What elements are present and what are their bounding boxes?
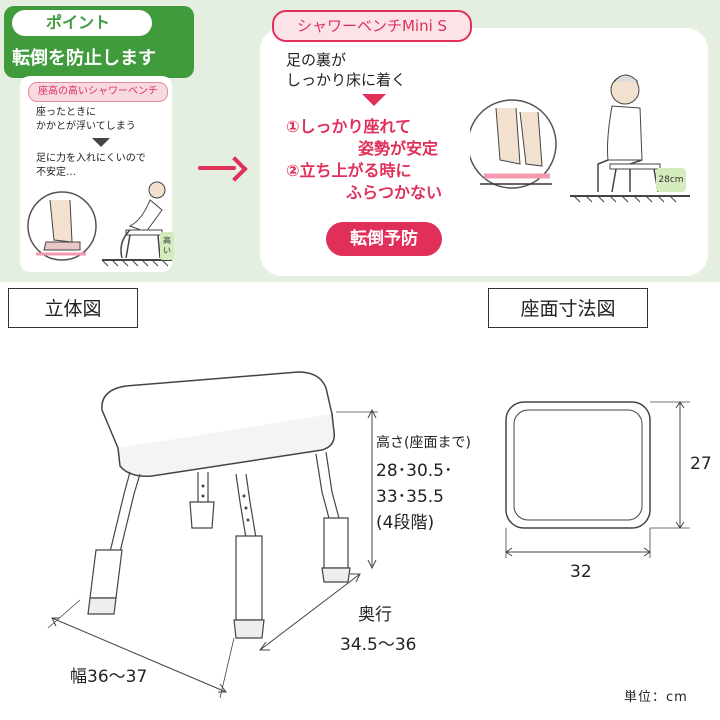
benefit-2-line-1: ②立ち上がる時に (286, 161, 412, 180)
benefit-1-line-2: 姿勢が安定 (358, 139, 439, 158)
mini-bench-tag: シャワーベンチMini S (272, 10, 472, 42)
height-label: 高さ(座面まで) (376, 435, 471, 451)
benefit-1-line-1: ①しっかり座れて (286, 117, 412, 136)
seat-dimension-title: 座面寸法図 (488, 288, 648, 328)
high-bench-tag: 座高の高いシャワーベンチ (28, 82, 168, 102)
feet-text-1: 足の裏が (286, 51, 347, 69)
height-steps: (4段階) (376, 513, 435, 533)
point-tab: ポイント (12, 10, 152, 36)
width-value: 幅36～37 (70, 667, 148, 687)
seat-dimension-drawing (505, 401, 690, 558)
arrow-right-icon (198, 166, 236, 170)
height-values-1: 28･30.5･ (376, 461, 453, 481)
seat-height-tag: 28cm (656, 168, 686, 192)
down-triangle-icon (362, 94, 386, 106)
seat-width-value: 32 (570, 562, 592, 582)
stool-3d-drawing (47, 371, 378, 699)
mini-bench-illustration (470, 74, 690, 203)
seat-depth-value: 27 (690, 454, 712, 474)
depth-value: 34.5～36 (340, 635, 417, 655)
height-values-2: 33･35.5 (376, 487, 444, 507)
benefit-2-line-2: ふらつかない (346, 183, 443, 202)
unit-label: 単位：cm (624, 690, 688, 705)
high-height-tag: 高い (160, 232, 174, 260)
high-bench-text-4: 不安定… (36, 167, 76, 178)
high-bench-text-1: 座ったときに (36, 107, 96, 118)
high-bench-text-3: 足に力を入れにくいので (36, 153, 146, 164)
point-title: 転倒を防止します (12, 48, 156, 69)
fall-prevention-badge: 転倒予防 (326, 222, 442, 256)
3d-view-title: 立体図 (8, 288, 138, 328)
feet-text: 足の裏が しっかり床に着く (286, 50, 406, 90)
feet-text-2: しっかり床に着く (286, 71, 407, 89)
high-bench-text-2: かかとが浮いてしまう (36, 121, 136, 132)
down-triangle-icon (92, 138, 110, 147)
high-bench-illustration (27, 181, 172, 267)
depth-label: 奥行 (358, 605, 392, 625)
